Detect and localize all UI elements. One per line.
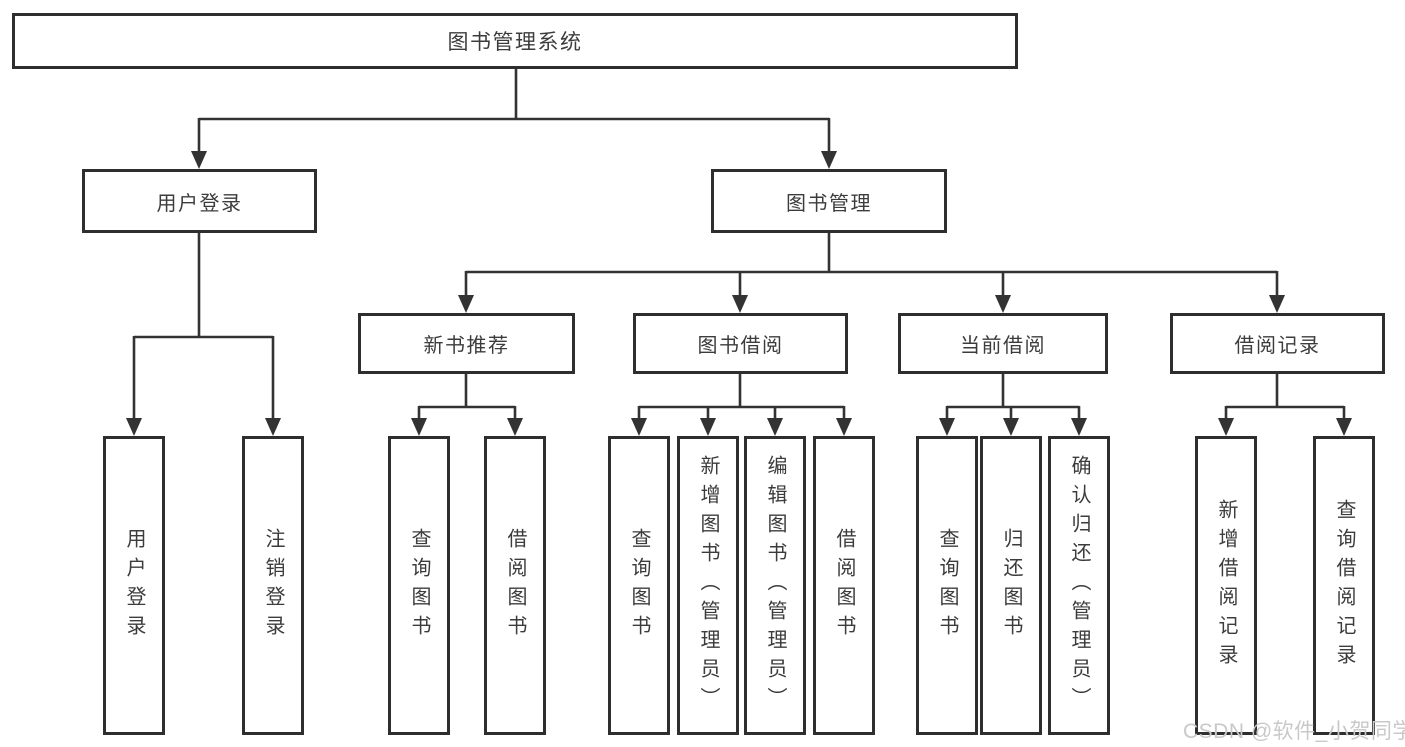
leaf-return-books: 归还图书 <box>980 436 1042 735</box>
node-label: 图书借阅 <box>697 335 784 357</box>
leaf-query-books-1: 查询图书 <box>388 436 450 735</box>
node-user-login-branch: 用户登录 <box>82 169 317 233</box>
node-label: 用户登录 <box>123 527 145 644</box>
leaf-query-books-2: 查询图书 <box>608 436 670 735</box>
node-label: 用户登录 <box>156 192 243 215</box>
node-label: 借阅记录 <box>1234 335 1321 357</box>
leaf-query-books-3: 查询图书 <box>916 436 978 735</box>
node-borrowing-records: 借阅记录 <box>1170 313 1385 374</box>
node-label: 新增图书（管理员） <box>697 455 719 716</box>
leaf-query-borrow-record: 查询借阅记录 <box>1313 436 1375 735</box>
leaf-add-borrow-record: 新增借阅记录 <box>1195 436 1257 735</box>
node-label: 当前借阅 <box>960 335 1046 357</box>
node-label: 新增借阅记录 <box>1215 498 1237 673</box>
leaf-borrow-books-1: 借阅图书 <box>484 436 546 735</box>
node-label: 查询借阅记录 <box>1333 498 1355 673</box>
leaf-add-books-admin: 新增图书（管理员） <box>677 436 739 735</box>
leaf-logout: 注销登录 <box>242 436 304 735</box>
node-book-borrowing: 图书借阅 <box>633 313 848 374</box>
leaf-confirm-return-admin: 确认归还（管理员） <box>1048 436 1110 735</box>
leaf-borrow-books-2: 借阅图书 <box>813 436 875 735</box>
node-book-management-branch: 图书管理 <box>711 169 947 233</box>
node-new-book-recommend: 新书推荐 <box>358 313 575 374</box>
node-label: 编辑图书（管理员） <box>764 455 786 716</box>
node-book-management-system: 图书管理系统 <box>12 13 1018 69</box>
node-label: 借阅图书 <box>504 527 526 644</box>
node-label: 归还图书 <box>1000 527 1022 644</box>
node-label: 图书管理 <box>786 192 872 215</box>
node-label: 查询图书 <box>408 527 430 644</box>
node-current-borrowing: 当前借阅 <box>898 313 1108 374</box>
node-label: 借阅图书 <box>833 527 855 644</box>
node-label: 确认归还（管理员） <box>1068 455 1090 716</box>
leaf-user-login: 用户登录 <box>103 436 165 735</box>
node-label: 图书管理系统 <box>447 31 583 54</box>
node-label: 注销登录 <box>262 527 284 644</box>
node-label: 新书推荐 <box>423 335 510 357</box>
csdn-watermark: CSDN @软件_小贺同学 <box>1183 720 1405 743</box>
leaf-edit-books-admin: 编辑图书（管理员） <box>744 436 806 735</box>
node-label: 查询图书 <box>628 527 650 644</box>
node-label: 查询图书 <box>936 527 958 644</box>
